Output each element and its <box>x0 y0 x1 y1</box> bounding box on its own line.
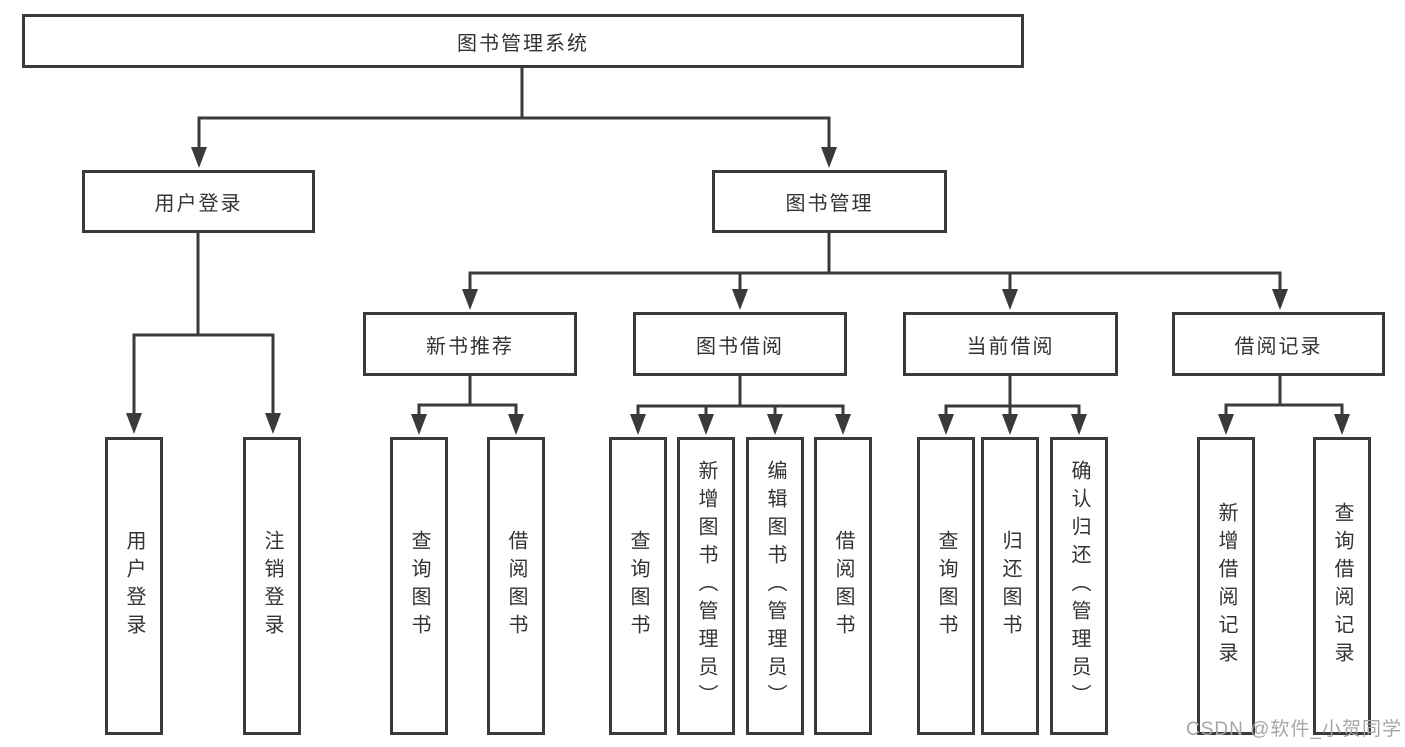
arrowhead <box>1071 414 1087 435</box>
arrowhead <box>1272 289 1288 310</box>
arrowhead <box>835 414 851 435</box>
arrowhead <box>938 414 954 435</box>
watermark: CSDN @软件_小贺同学 <box>1186 719 1402 740</box>
leaf-edit-books-admin: 编辑图书（管理员） <box>746 437 804 735</box>
arrowhead <box>265 413 281 434</box>
arrowhead <box>126 413 142 434</box>
arrowhead <box>1002 414 1018 435</box>
arrowhead <box>411 414 427 435</box>
node-book-management: 图书管理 <box>712 170 947 233</box>
leaf-add-books-admin: 新增图书（管理员） <box>677 437 735 735</box>
node-borrowing-records: 借阅记录 <box>1172 312 1385 376</box>
arrowhead <box>191 147 207 168</box>
node-library-management-system: 图书管理系统 <box>22 14 1024 68</box>
leaf-query-books-current: 查询图书 <box>917 437 975 735</box>
leaf-return-books: 归还图书 <box>981 437 1039 735</box>
leaf-query-borrow-record: 查询借阅记录 <box>1313 437 1371 735</box>
arrowhead <box>698 414 714 435</box>
leaf-borrow-books-borrow: 借阅图书 <box>814 437 872 735</box>
node-current-borrowing: 当前借阅 <box>903 312 1118 376</box>
arrowhead <box>508 414 524 435</box>
arrowhead <box>732 289 748 310</box>
node-book-borrowing: 图书借阅 <box>633 312 847 376</box>
leaf-user-login: 用户登录 <box>105 437 163 735</box>
arrowhead <box>630 414 646 435</box>
leaf-borrow-books-recommend: 借阅图书 <box>487 437 545 735</box>
leaf-confirm-return-admin: 确认归还（管理员） <box>1050 437 1108 735</box>
arrowhead <box>767 414 783 435</box>
arrowhead <box>1218 414 1234 435</box>
arrowhead <box>821 147 837 168</box>
leaf-query-books-borrow: 查询图书 <box>609 437 667 735</box>
node-user-login: 用户登录 <box>82 170 315 233</box>
leaf-add-borrow-record: 新增借阅记录 <box>1197 437 1255 735</box>
arrowhead <box>462 289 478 310</box>
arrowhead <box>1002 289 1018 310</box>
arrowhead <box>1334 414 1350 435</box>
leaf-logout-login: 注销登录 <box>243 437 301 735</box>
leaf-query-books-recommend: 查询图书 <box>390 437 448 735</box>
node-new-book-recommendation: 新书推荐 <box>363 312 577 376</box>
